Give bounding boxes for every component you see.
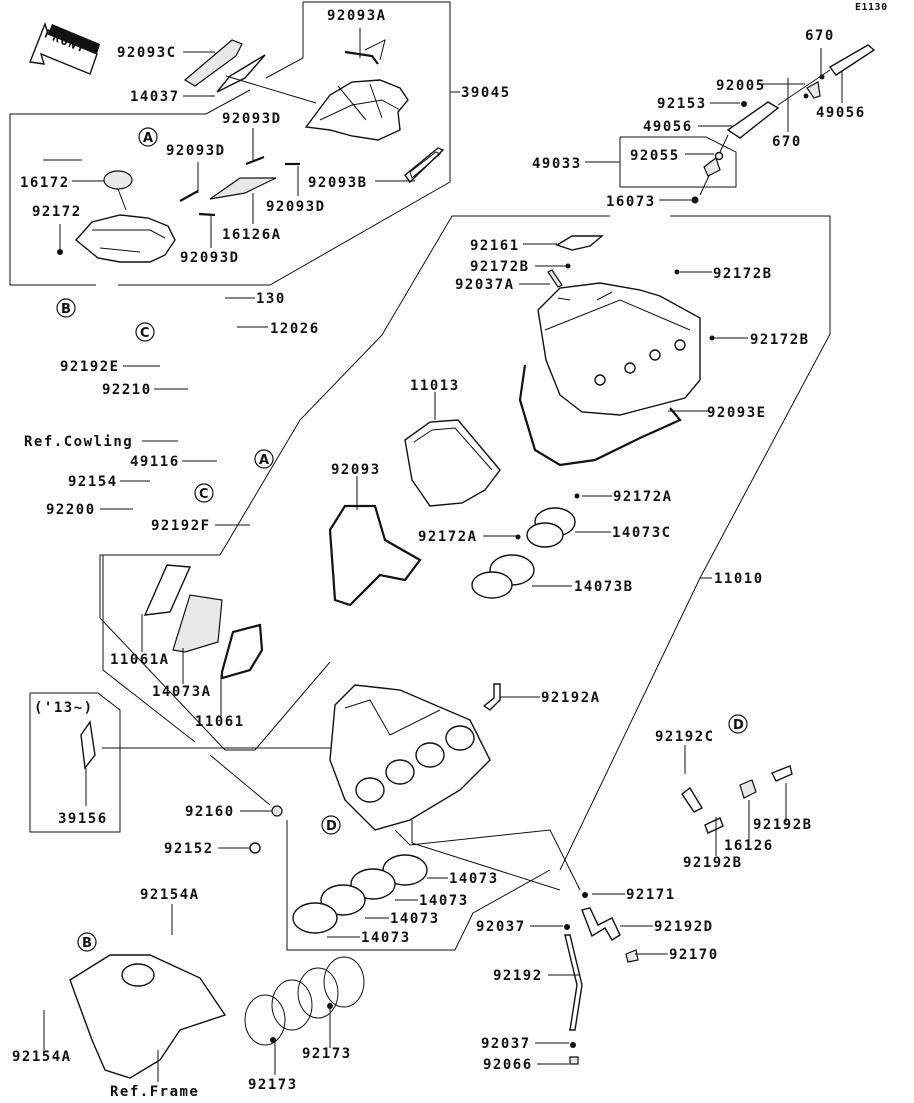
svg-text:D: D [733,718,744,733]
group-box-lines [9,1,831,951]
label-92192[interactable]: 92192 [493,968,543,984]
label-49056-right[interactable]: 49056 [816,105,866,121]
label-92192A[interactable]: 92192A [541,690,601,706]
label-11013[interactable]: 11013 [410,378,460,394]
label-14073A[interactable]: 14073A [152,684,212,700]
front-arrow-icon: FRONT [29,21,100,75]
circle-ref-d-right: D [728,714,748,734]
label-49056-left[interactable]: 49056 [643,119,693,135]
label-92172B-2[interactable]: 92172B [713,266,773,282]
circle-ref-b-left: B [56,298,76,318]
label-92173-left[interactable]: 92173 [248,1077,298,1093]
circle-ref-c-upper: C [135,322,155,342]
svg-text:A: A [259,453,269,468]
label-92172A-1[interactable]: 92172A [613,489,673,505]
label-92210[interactable]: 92210 [102,382,152,398]
label-14073-2[interactable]: 14073 [419,893,469,909]
label-16126A[interactable]: 16126A [222,227,282,243]
label-92093D-4[interactable]: 92093D [180,250,240,266]
svg-text:D: D [326,819,337,834]
label-49116[interactable]: 49116 [130,454,180,470]
label-92037-bottom[interactable]: 92037 [481,1036,531,1052]
label-92172B-1[interactable]: 92172B [470,259,530,275]
label-14073-4[interactable]: 14073 [361,930,411,946]
label-92093A[interactable]: 92093A [327,8,387,24]
label-92160[interactable]: 92160 [185,804,235,820]
label-16126[interactable]: 16126 [724,838,774,854]
label-92153[interactable]: 92153 [657,96,707,112]
label-14073-3[interactable]: 14073 [390,911,440,927]
label-12026[interactable]: 12026 [270,321,320,337]
circle-ref-b-bottom: B [77,932,97,952]
label-ref-frame[interactable]: Ref.Frame [110,1084,199,1100]
label-92037-top[interactable]: 92037 [476,919,526,935]
label-14073-1[interactable]: 14073 [449,871,499,887]
label-92192E[interactable]: 92192E [60,359,120,375]
label-11010[interactable]: 11010 [714,571,764,587]
label-92154A-bottom[interactable]: 92154A [12,1049,72,1065]
label-92093E[interactable]: 92093E [707,405,767,421]
label-92093D-1[interactable]: 92093D [222,111,282,127]
svg-text:C: C [140,326,150,341]
label-92005[interactable]: 92005 [716,78,766,94]
label-92055[interactable]: 92055 [630,148,680,164]
label-92066[interactable]: 92066 [483,1057,533,1073]
circle-ref-a-mid: A [254,449,274,469]
svg-text:C: C [199,487,209,502]
part-labels: 92093C 14037 92093A 39045 92093D 92093D … [12,8,866,1100]
label-16073[interactable]: 16073 [606,194,656,210]
label-14037[interactable]: 14037 [130,89,180,105]
label-16172[interactable]: 16172 [20,175,70,191]
label-14073B[interactable]: 14073B [574,579,634,595]
label-92154[interactable]: 92154 [68,474,118,490]
label-92171[interactable]: 92171 [626,887,676,903]
label-ref-cowling[interactable]: Ref.Cowling [24,434,133,450]
label-39156[interactable]: 39156 [58,811,108,827]
label-11061A[interactable]: 11061A [110,652,170,668]
svg-text:A: A [143,131,153,146]
label-130[interactable]: 130 [256,291,286,307]
label-11061[interactable]: 11061 [195,714,245,730]
label-92093[interactable]: 92093 [331,462,381,478]
label-670-bottom[interactable]: 670 [772,134,802,150]
label-39045[interactable]: 39045 [461,85,511,101]
diagram-code: E1130 [855,2,888,13]
label-92172B-3[interactable]: 92172B [750,332,810,348]
label-92200[interactable]: 92200 [46,502,96,518]
label-49033[interactable]: 49033 [532,156,582,172]
circle-ref-c-lower: C [194,483,214,503]
label-92154A-top[interactable]: 92154A [140,887,200,903]
label-92093C[interactable]: 92093C [117,45,177,61]
label-92192B-right[interactable]: 92192B [753,817,813,833]
label-92093B[interactable]: 92093B [308,175,368,191]
label-92152[interactable]: 92152 [164,841,214,857]
label-92192B-left[interactable]: 92192B [683,855,743,871]
label-92173-right[interactable]: 92173 [302,1046,352,1062]
label-92093D-3[interactable]: 92093D [266,199,326,215]
label-92172A-2[interactable]: 92172A [418,529,478,545]
label-92192F[interactable]: 92192F [151,518,211,534]
label-92192D[interactable]: 92192D [654,919,714,935]
leader-lines [43,28,843,1082]
svg-text:B: B [61,302,71,317]
label-92170[interactable]: 92170 [669,947,719,963]
svg-text:B: B [82,936,92,951]
label-92093D-2[interactable]: 92093D [166,143,226,159]
label-92037A[interactable]: 92037A [455,277,515,293]
label-92172[interactable]: 92172 [32,204,82,220]
year-note: ('13~) [34,700,94,716]
label-92161[interactable]: 92161 [470,238,520,254]
label-670-top[interactable]: 670 [805,28,835,44]
label-14073C[interactable]: 14073C [612,525,672,541]
circle-ref-d-airbox: D [321,815,341,835]
circle-ref-a-top: A [138,127,158,147]
part-drawings [57,39,876,1079]
label-92192C[interactable]: 92192C [655,729,715,745]
